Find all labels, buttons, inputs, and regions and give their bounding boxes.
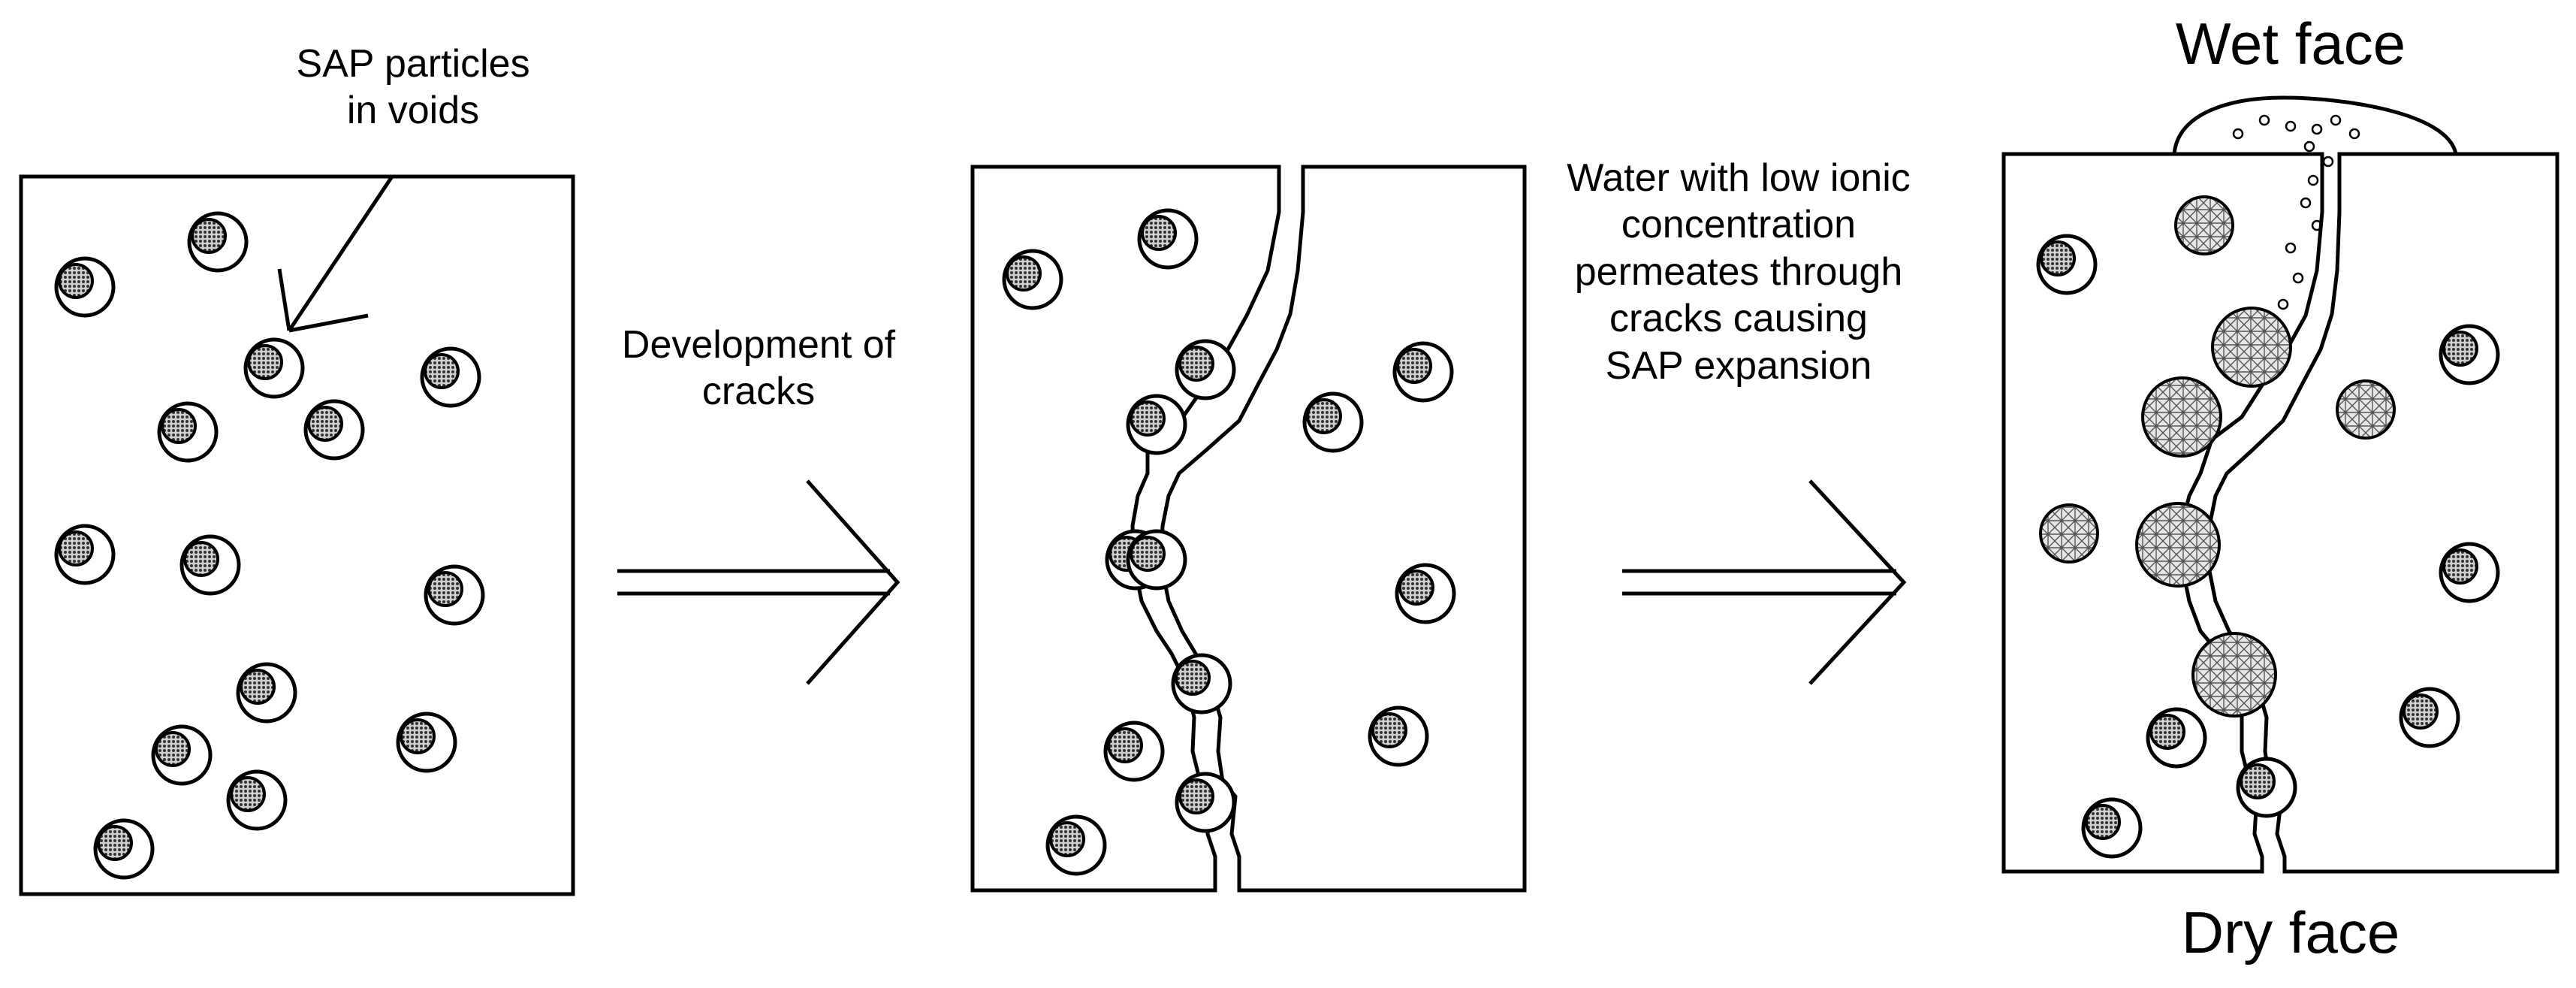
water-droplet (2172, 95, 2458, 155)
water-bubble (2300, 197, 2312, 209)
swollen-sap (2174, 195, 2234, 255)
sap-void (1302, 391, 1364, 453)
sap-void (226, 769, 288, 831)
water-bubble (2307, 174, 2319, 186)
label-sap-particles: SAP particles in voids (296, 42, 530, 133)
void-group-3 (2036, 234, 2500, 859)
water-bubble (2277, 298, 2289, 310)
sap-void (1171, 653, 1232, 715)
label-dry-face: Dry face (2181, 899, 2400, 965)
sap-void (1175, 339, 1236, 400)
swollen-sap-group (2039, 195, 2396, 718)
concrete-block-1 (19, 174, 575, 896)
sap-void (1126, 394, 1187, 455)
sap-void (1126, 529, 1187, 591)
sap-void (1045, 814, 1107, 876)
swollen-sap (2336, 379, 2396, 440)
sap-void (236, 662, 297, 724)
swollen-sap (2135, 502, 2221, 588)
void-group-2 (1002, 208, 1456, 876)
water-bubble (2311, 123, 2323, 135)
water-bubble (2292, 272, 2304, 284)
stage-cracked (970, 165, 1527, 893)
sap-void (2399, 687, 2460, 748)
sap-void (179, 534, 241, 596)
swollen-sap (2211, 307, 2292, 388)
water-bubble (2348, 128, 2360, 140)
water-bubble (2258, 114, 2270, 126)
sap-void (2146, 707, 2207, 769)
swollen-sap (2039, 503, 2099, 563)
water-bubble (2322, 156, 2334, 168)
swollen-sap (2141, 376, 2222, 458)
sap-void (2439, 542, 2500, 603)
label-development-of-cracks: Development of cracks (621, 323, 896, 414)
water-bubble (2232, 128, 2244, 140)
water-bubbles (2232, 114, 2360, 310)
transition-arrow-1 (617, 479, 900, 685)
swollen-sap (2191, 632, 2277, 718)
pointer-arrow (277, 175, 394, 333)
sap-void (2236, 757, 2297, 818)
right-fragment-3 (2206, 152, 2559, 874)
water-bubble (2285, 120, 2297, 132)
water-bubble (2330, 114, 2342, 126)
sap-void (187, 211, 249, 273)
label-water-permeation: Water with low ionic concentration perme… (1567, 156, 1911, 388)
sap-void (93, 818, 155, 880)
sap-void (420, 346, 481, 408)
sap-void (1392, 341, 1454, 403)
right-fragment-2 (1159, 165, 1527, 893)
sap-void (2081, 797, 2143, 859)
void-group-1 (54, 211, 485, 880)
water-bubble (2303, 140, 2315, 153)
label-wet-face: Wet face (2175, 11, 2406, 77)
stage-sealed (2001, 95, 2559, 874)
sap-void (1103, 721, 1165, 782)
sap-void (2439, 324, 2500, 385)
sap-void (151, 724, 213, 786)
sap-void (424, 564, 485, 626)
sap-void (1137, 208, 1199, 270)
sap-void (2036, 234, 2098, 295)
sap-void (1395, 563, 1456, 624)
sap-void (157, 401, 219, 463)
sap-void (303, 399, 365, 461)
sap-void (1175, 772, 1236, 833)
stage-uncracked (19, 174, 575, 896)
transition-arrow-2 (1622, 479, 1907, 685)
sap-void (1368, 705, 1429, 767)
sap-void (243, 337, 305, 399)
sap-void (1002, 249, 1063, 310)
sap-void (54, 524, 116, 585)
sap-void (396, 712, 457, 773)
sap-void (54, 256, 116, 318)
water-bubble (2285, 242, 2297, 254)
